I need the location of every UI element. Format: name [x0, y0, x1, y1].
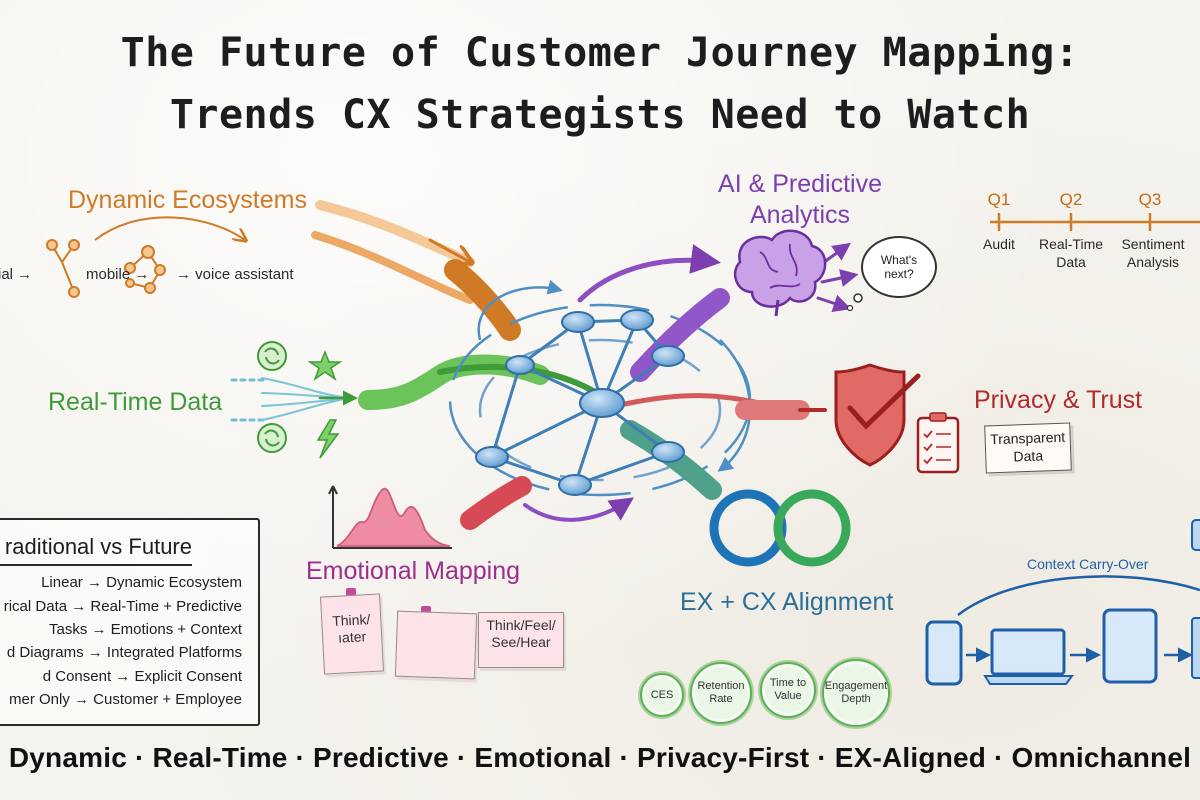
comparison-row: mer Only → Customer + Employee — [9, 691, 242, 708]
sticky-note-senses: Think/Feel/ See/Hear — [478, 612, 564, 668]
thought-dot-1 — [853, 293, 863, 303]
tag-line2: Data — [1013, 447, 1044, 465]
thought-dot-2 — [846, 304, 854, 312]
emotion-chart — [328, 485, 452, 549]
realtime-heading: Real-Time Data — [48, 388, 223, 416]
timeline-item-1: Audit — [983, 236, 1015, 252]
timeline-q1: Q1 — [987, 190, 1011, 209]
sticky-note-think: Think/ ıater — [320, 593, 384, 675]
hub-node — [558, 474, 592, 496]
privacy-stream — [460, 393, 827, 530]
comparison-row: Tasks → Emotions + Context — [49, 621, 242, 638]
comparison-underline — [0, 564, 192, 566]
omnichannel-devices — [925, 519, 1200, 686]
timeline-item-2-line1: Real-Time — [1038, 236, 1104, 252]
footer-keywords: Dynamic · Real-Time · Predictive · Emoti… — [8, 742, 1192, 773]
timeline-item-3-line1: Sentiment — [1121, 236, 1185, 252]
phone-icon — [925, 620, 963, 686]
hub-node — [651, 345, 685, 367]
orange-stream — [311, 200, 521, 341]
comparison-box: raditional vs Future Linear → Dynamic Ec… — [0, 518, 260, 726]
hub-nodes — [475, 309, 685, 496]
realtime-streams — [230, 354, 603, 422]
ai-heading-line2: Analytics — [749, 201, 851, 229]
ecosystem-mini-network — [46, 216, 245, 298]
sticky-note-journey — [394, 610, 478, 680]
timeline-q3: Q3 — [1138, 190, 1162, 209]
hub-node — [475, 446, 509, 468]
hub-node — [561, 311, 595, 333]
hub-node — [651, 441, 685, 463]
note-2-line2: See/Hear — [491, 634, 551, 650]
bubble-line2: next? — [884, 267, 914, 281]
timeline-item-3-line2: Analysis — [1126, 254, 1180, 270]
whats-next-bubble: What's next? — [861, 236, 937, 298]
timeline-q2: Q2 — [1059, 190, 1083, 209]
note-2-line1: Think/Feel/ — [486, 617, 556, 633]
hub-center-node — [579, 388, 625, 418]
hub-node — [620, 309, 654, 331]
context-carry-over-label: Context Carry-Over — [1027, 556, 1149, 572]
flow-step-voice: → voice assistant — [176, 266, 294, 283]
tablet-icon — [1102, 608, 1158, 684]
hub-node — [505, 355, 535, 375]
tag-line1: Transparent — [989, 428, 1066, 448]
bubble-line1: What's — [880, 253, 918, 267]
flow-step-mobile: mobile → — [86, 266, 150, 283]
emotional-heading: Emotional Mapping — [306, 557, 521, 585]
brain-icon — [733, 229, 827, 317]
ai-heading-line1: AI & Predictive — [718, 170, 882, 198]
badge-ces: CES — [640, 673, 684, 717]
flow-step-social: ial → — [0, 266, 33, 283]
comparison-row: d Consent → Explicit Consent — [42, 668, 242, 685]
note-1-line2: ıater — [337, 628, 367, 646]
badge-time-to-value: Time to Value — [760, 662, 816, 718]
comparison-row: Linear → Dynamic Ecosystem — [41, 574, 242, 591]
alignment-heading: EX + CX Alignment — [680, 588, 894, 616]
laptop-icon — [990, 628, 1066, 676]
comparison-row: d Diagrams → Integrated Platforms — [6, 644, 242, 661]
ai-stream — [523, 242, 859, 522]
roadmap-timeline — [990, 213, 1200, 231]
transparent-data-tag: Transparent Data — [984, 422, 1072, 474]
title-line-2: Trends CX Strategists Need to Watch — [169, 92, 1031, 138]
shield-icon — [834, 363, 921, 467]
comparison-title: raditional vs Future — [4, 534, 192, 559]
badge-retention-rate: Retention Rate — [690, 662, 752, 724]
title-line-1: The Future of Customer Journey Mapping: — [120, 30, 1080, 76]
comparison-row: rical Data → Real-Time + Predictive — [3, 598, 242, 615]
privacy-heading: Privacy & Trust — [974, 386, 1143, 414]
badge-engagement-depth: Engagement Depth — [822, 659, 890, 727]
clipboard-icon — [916, 412, 960, 474]
timeline-item-2-line2: Data — [1056, 254, 1086, 270]
ex-cx-rings-icon — [709, 489, 851, 567]
realtime-icons — [257, 341, 343, 459]
dynamic-ecosystems-heading: Dynamic Ecosystems — [68, 186, 307, 214]
